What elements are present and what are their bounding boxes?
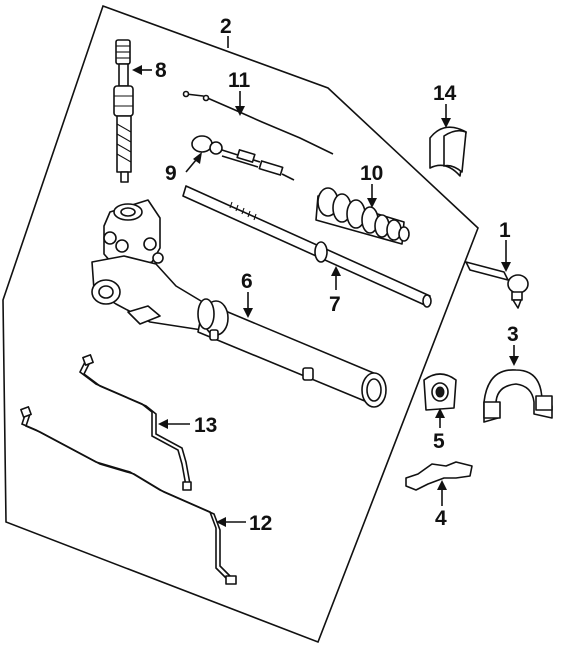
callout-6: 6: [241, 270, 253, 293]
outer-tie-rod-end-part: [465, 261, 529, 309]
insulator-part-5: [423, 373, 457, 411]
callout-1: 1: [499, 219, 511, 242]
inner-tie-rod-part: [191, 135, 295, 181]
callout-4: 4: [435, 507, 447, 530]
pinion-shaft-part: [113, 39, 134, 183]
callout-3: 3: [507, 323, 519, 346]
callout-9: 9: [165, 162, 177, 185]
callout-7: 7: [329, 293, 341, 316]
rack-part: [182, 185, 432, 308]
pressure-line-part-13: [78, 354, 192, 491]
callout-13: 13: [194, 414, 217, 437]
bellows-boot-part: [315, 187, 410, 245]
clip-part-4: [405, 461, 473, 491]
callout-2: 2: [220, 15, 232, 38]
bushing-part-14: [429, 126, 467, 177]
callout-14: 14: [433, 82, 457, 105]
callout-8: 8: [155, 59, 167, 82]
callout-5: 5: [433, 430, 445, 453]
rod-part-11: [182, 90, 334, 155]
leader-lines: [132, 36, 519, 527]
assembly-boundary: [2, 4, 479, 644]
callout-12: 12: [249, 512, 272, 535]
callout-11: 11: [228, 69, 251, 92]
return-line-part-12: [20, 406, 237, 585]
clamp-bracket-part-3: [483, 369, 553, 423]
callout-10: 10: [360, 162, 383, 185]
gear-housing-part: [91, 199, 387, 408]
